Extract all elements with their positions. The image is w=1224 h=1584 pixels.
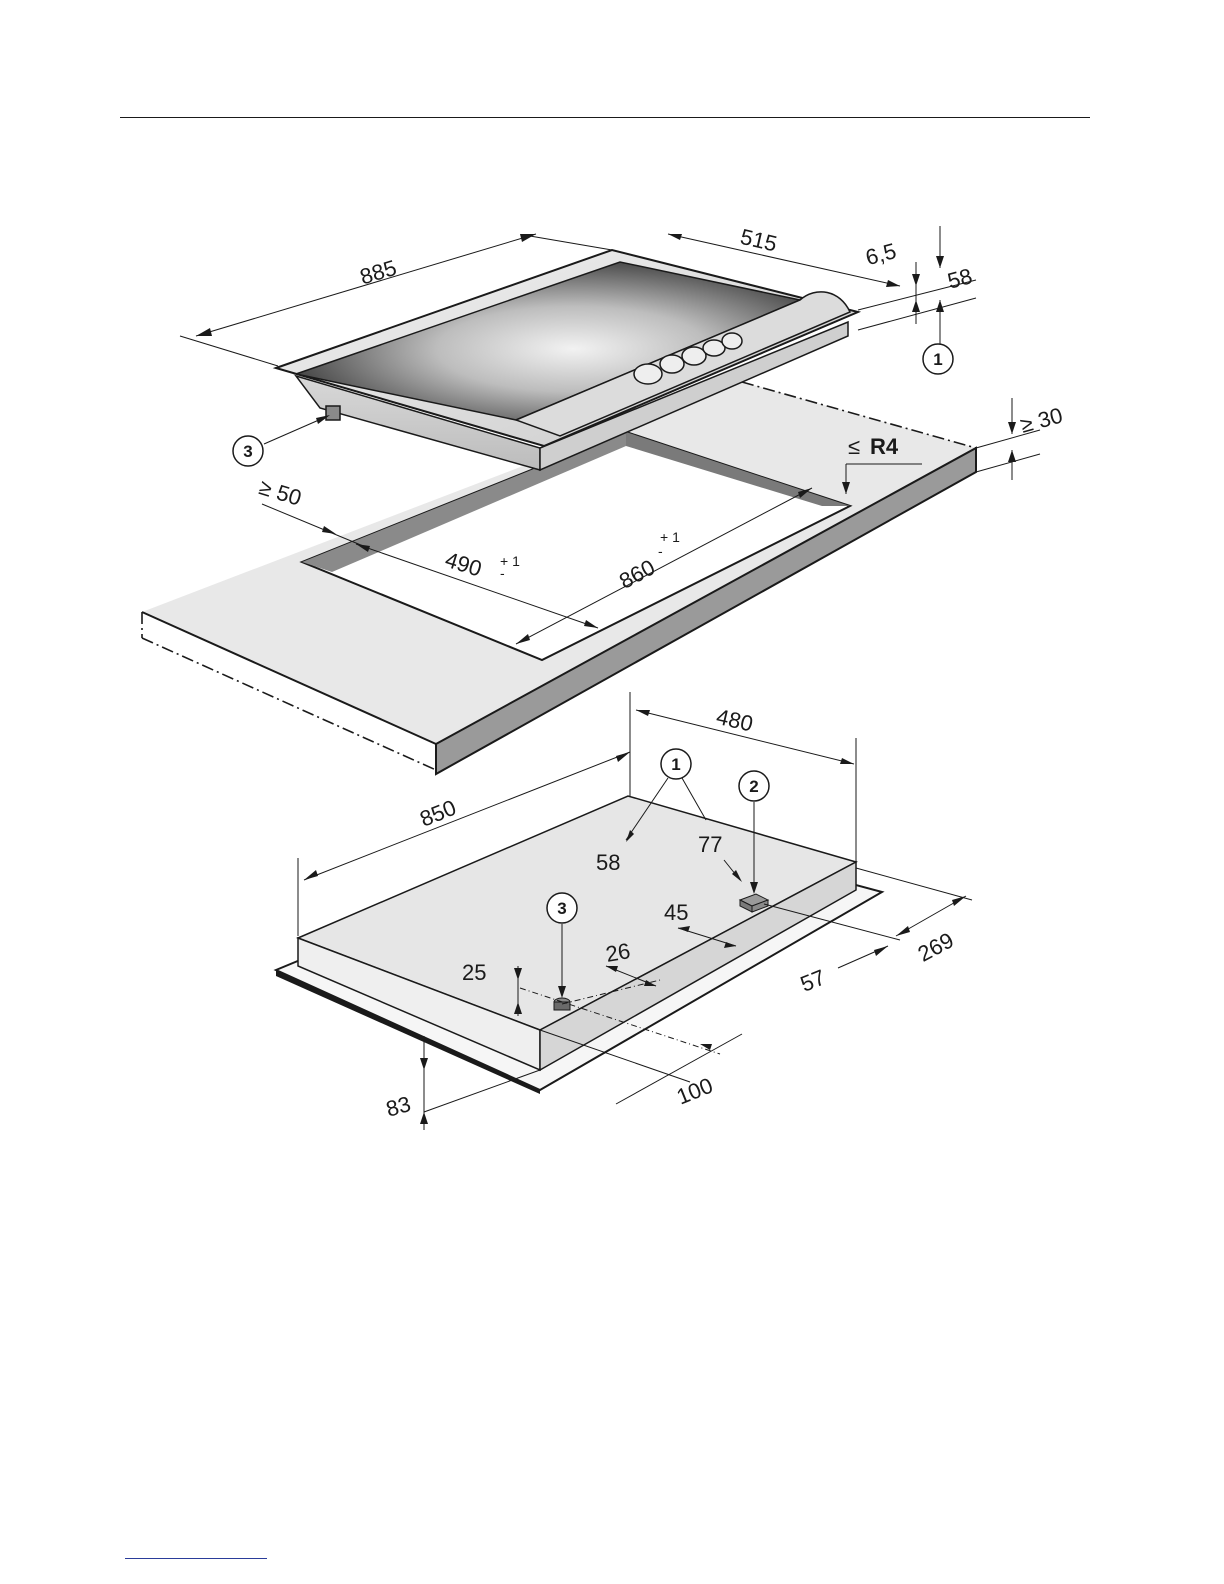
hob-callout-3: 3 [243, 442, 252, 461]
dim-83: 83 [383, 1091, 413, 1121]
knob-icon [682, 347, 706, 365]
underside-callout-1: 1 [671, 755, 680, 774]
tol-cutout-depth-minus: - [500, 565, 505, 581]
underside-callout-2: 2 [749, 777, 758, 796]
dim-width: 885 [357, 255, 399, 290]
dim-conn1-b: 77 [698, 832, 722, 857]
dim-25: 25 [462, 960, 486, 985]
dim-26: 26 [604, 938, 632, 967]
dim-45: 45 [664, 900, 688, 925]
dim-57: 57 [797, 964, 829, 996]
dim-min-thickness: ≥ 30 [1018, 403, 1066, 438]
knob-icon [660, 355, 684, 373]
knob-icon [722, 333, 742, 349]
gas-connection-icon [326, 406, 340, 420]
footer-rule [125, 1558, 267, 1559]
dim-269: 269 [914, 927, 958, 966]
dim-height: 58 [945, 263, 975, 293]
tol-cutout-width-plus: + 1 [660, 529, 680, 545]
dim-underside-depth: 480 [714, 704, 755, 737]
radius-prefix: ≤ [848, 434, 860, 459]
dim-corner-radius: R4 [870, 434, 899, 459]
knob-icon [634, 364, 662, 384]
tol-cutout-width-minus: - [658, 543, 663, 559]
dim-conn1-a: 58 [596, 850, 620, 875]
dim-underside-width: 850 [416, 795, 459, 832]
hob-callout-1: 1 [933, 350, 942, 369]
dim-rim: 6,5 [863, 238, 899, 270]
underside [276, 796, 882, 1094]
dim-min-edge: ≥ 50 [256, 474, 304, 510]
underside-callout-3: 3 [557, 899, 566, 918]
